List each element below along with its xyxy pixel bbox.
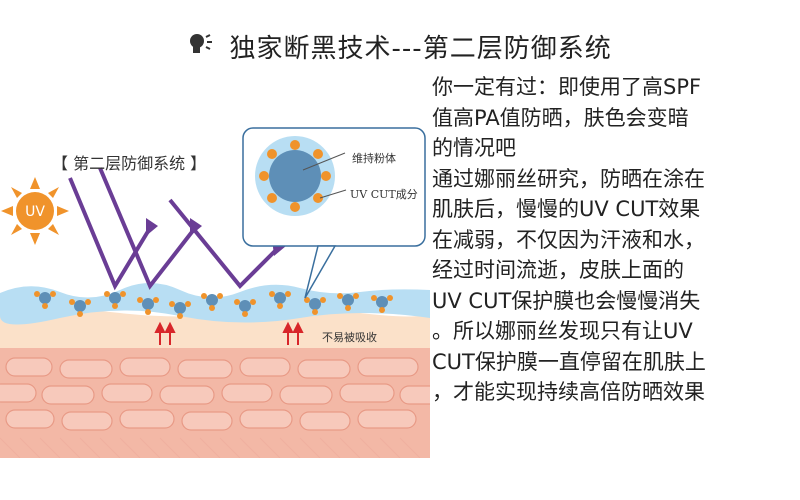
- body-line: UV CUT保护膜也会慢慢消失: [432, 288, 701, 313]
- absorb-label: 不易被吸收: [322, 331, 377, 344]
- body-line: 肌肤后，慢慢的UV CUT效果: [432, 197, 701, 221]
- body-line: 的情况吧: [432, 136, 516, 160]
- speaker-icon: [188, 31, 214, 62]
- uv-badge: UV: [25, 204, 45, 220]
- uv-sun-icon: [1, 177, 69, 245]
- skin-cells: [0, 357, 430, 431]
- body-line: 。所以娜丽丝发现只有让UV: [432, 319, 693, 343]
- red-up-arrows: [154, 321, 304, 345]
- body-line: 在减弱，不仅因为汗液和水，: [432, 227, 705, 252]
- body-line: 经过时间流逝，皮肤上面的: [432, 258, 684, 282]
- page-title: 独家断黑技术---第二层防御系统: [0, 28, 800, 65]
- body-line: ，才能实现持续高倍防晒效果: [432, 380, 705, 404]
- zoom-label-powder: 维持粉体: [352, 152, 396, 165]
- body-line: 值高PA值防晒，肤色会变暗: [432, 105, 689, 130]
- description-text: 你一定有过：即使用了高SPF 值高PA值防晒，肤色会变暗 的情况吧 通过娜丽丝研…: [432, 72, 782, 408]
- zoom-label-uv: UV CUT成分: [350, 188, 418, 201]
- powder-particles: [34, 291, 393, 319]
- body-line: 你一定有过：即使用了高SPF: [432, 75, 702, 99]
- panel-label: 【 第二层防御系统 】: [52, 154, 207, 173]
- title-text: 独家断黑技术---第二层防御系统: [229, 34, 612, 64]
- epidermis-layer: [0, 309, 430, 348]
- zoom-callout: [242, 127, 426, 299]
- hatch-lines: [0, 437, 421, 458]
- skin-defense-illustration: [0, 108, 430, 458]
- body-line: 通过娜丽丝研究，防晒在涂在: [432, 166, 705, 191]
- body-line: CUT保护膜一直停留在肌肤上: [432, 349, 706, 374]
